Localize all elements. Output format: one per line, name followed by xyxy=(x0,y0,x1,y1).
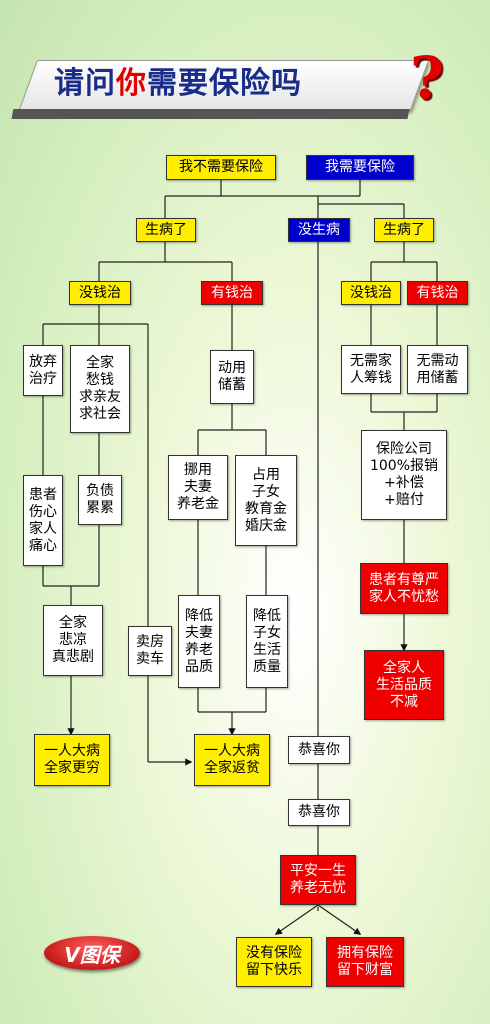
node-use-education-fund: 占用 子女 教育金 婚庆金 xyxy=(235,455,297,546)
node-no-raise-money: 无需家 人筹钱 xyxy=(341,345,401,394)
node-family-poorer: 一人大病 全家更穷 xyxy=(34,734,110,786)
node-has-money-left: 有钱治 xyxy=(201,281,263,305)
brand-logo: V图保 xyxy=(44,936,140,970)
node-no-need-insurance: 我不需要保险 xyxy=(166,155,276,180)
title-part-1: 请问 xyxy=(54,66,116,101)
node-no-insurance-end: 没有保险 留下快乐 xyxy=(236,937,312,987)
node-sick-left: 生病了 xyxy=(136,218,196,242)
node-quality-unchanged: 全家人 生活品质 不减 xyxy=(364,650,444,720)
title-part-2: 需要保险吗 xyxy=(147,66,302,101)
node-sell-house-car: 卖房 卖车 xyxy=(128,626,172,676)
node-heavy-debt: 负债 累累 xyxy=(78,475,122,525)
node-has-insurance-end: 拥有保险 留下财富 xyxy=(326,937,404,987)
node-patient-sad: 患者 伤心 家人 痛心 xyxy=(23,475,63,566)
node-congrats-1: 恭喜你 xyxy=(288,736,350,764)
node-no-money-right: 没钱治 xyxy=(341,281,401,305)
node-insurer-pays: 保险公司 100%报销 +补偿 +赔付 xyxy=(361,430,447,520)
node-lower-kids-quality: 降低 子女 生活 质量 xyxy=(246,595,288,688)
node-give-up-treatment: 放弃 治疗 xyxy=(23,345,63,396)
node-back-to-poverty: 一人大病 全家返贫 xyxy=(194,734,270,786)
node-not-sick: 没生病 xyxy=(288,218,350,242)
node-no-money-left: 没钱治 xyxy=(69,281,131,305)
node-sick-right: 生病了 xyxy=(374,218,434,242)
question-mark-icon: ? xyxy=(410,44,444,112)
node-patient-dignity: 患者有尊严 家人不忧愁 xyxy=(360,563,448,614)
node-use-pension: 挪用 夫妻 养老金 xyxy=(168,455,228,520)
title-banner: 请问你需要保险吗 ? xyxy=(18,44,462,118)
title-highlight: 你 xyxy=(116,66,147,101)
node-safe-life: 平安一生 养老无忧 xyxy=(280,855,356,905)
node-no-use-savings: 无需动 用储蓄 xyxy=(407,345,468,394)
arrow-to-has-ins-end xyxy=(317,904,362,935)
node-has-money-right: 有钱治 xyxy=(407,281,468,305)
node-lower-pension-quality: 降低 夫妻 养老 品质 xyxy=(178,595,220,688)
node-family-tragedy: 全家 悲凉 真悲剧 xyxy=(43,605,103,676)
arrow-to-no-ins-end xyxy=(274,904,319,935)
page-title: 请问你需要保险吗 xyxy=(54,60,302,108)
node-use-savings: 动用 储蓄 xyxy=(210,350,254,404)
node-need-insurance: 我需要保险 xyxy=(306,155,414,180)
node-family-borrow: 全家 愁钱 求亲友 求社会 xyxy=(70,345,130,433)
node-congrats-2: 恭喜你 xyxy=(288,799,350,826)
